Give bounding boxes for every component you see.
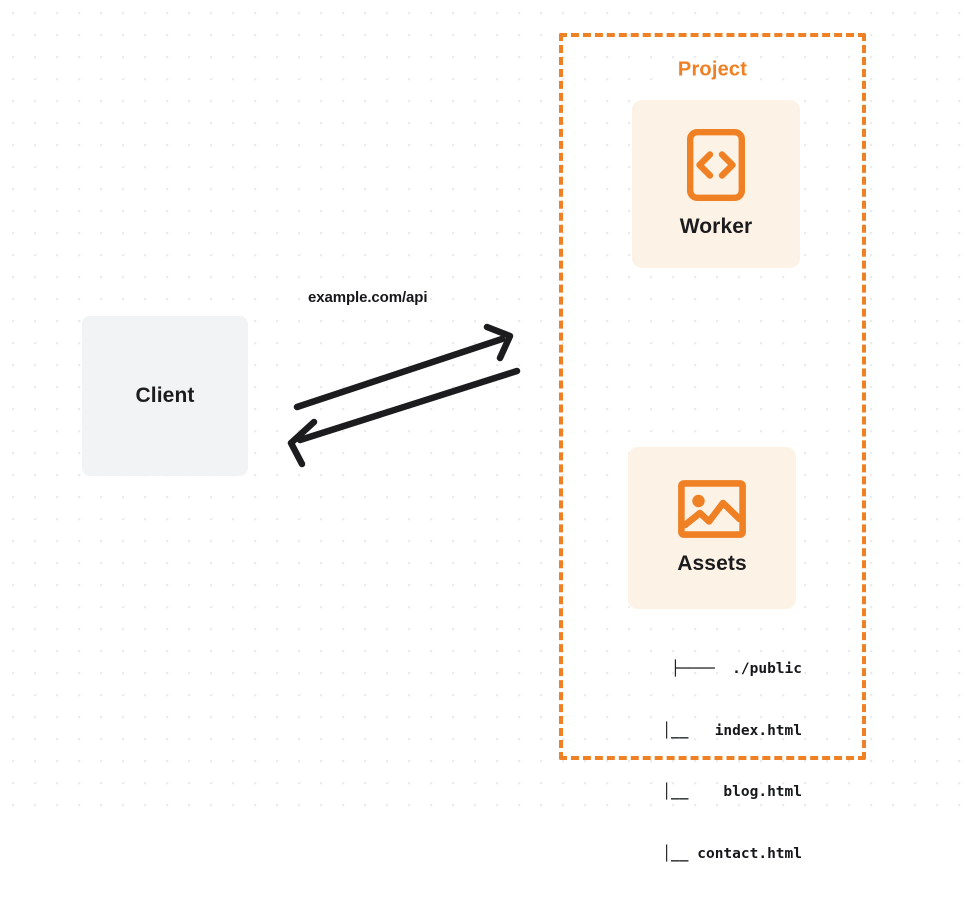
file-tree-row: │__ blog.html [627, 784, 802, 800]
assets-card-label: Assets [677, 552, 747, 575]
client-node-label: Client [135, 384, 195, 407]
request-arrow [293, 323, 514, 411]
project-container: Project [559, 33, 866, 760]
connection-label: example.com/api [308, 289, 428, 306]
diagram-canvas: Client example.com/api Project Worker [0, 0, 980, 862]
response-arrow [287, 367, 521, 468]
worker-card[interactable]: Worker [632, 100, 800, 268]
client-node[interactable]: Client [82, 316, 248, 476]
project-title: Project [670, 58, 755, 82]
file-tree-row: │__ contact.html [627, 845, 802, 862]
worker-card-label: Worker [679, 215, 753, 238]
file-tree-row: ├──── ./public [671, 661, 802, 677]
file-tree-row: │__ index.html [627, 722, 802, 739]
image-picture-icon [678, 480, 746, 538]
assets-card[interactable]: Assets [628, 447, 796, 609]
code-brackets-icon [687, 129, 745, 201]
assets-file-tree: ├──── ./public │__ index.html │__ blog.h… [560, 618, 802, 905]
